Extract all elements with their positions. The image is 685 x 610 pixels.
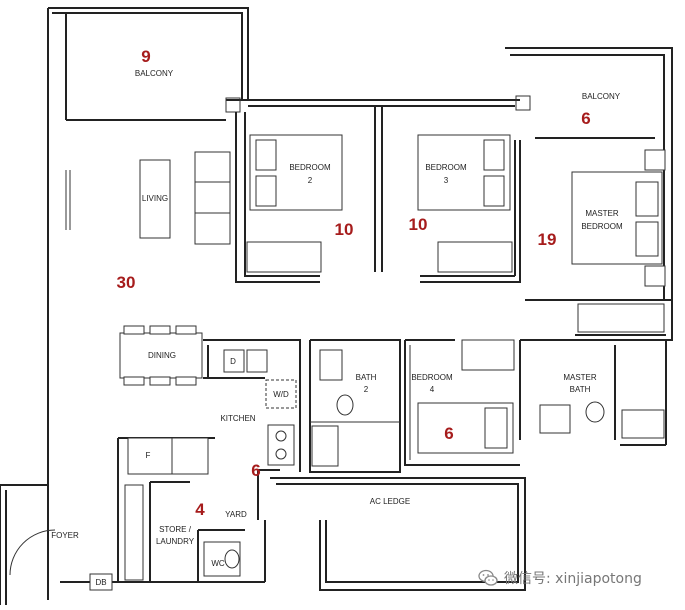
foyer-label: FOYER [51,531,79,540]
coffee-table [139,159,171,239]
ac-ledge-label: AC LEDGE [370,497,410,506]
wardrobe-bedroom2 [246,241,322,273]
store-area: 4 [195,500,205,519]
bath2-label-2: 2 [364,385,369,394]
fridge [127,437,173,475]
wardrobe-master [577,303,665,333]
master-bath-label-1: MASTER [563,373,597,382]
bedroom2-label-1: BEDROOM [289,163,331,172]
store-label-1: STORE / [159,525,192,534]
balcony-left-label: BALCONY [135,69,174,78]
bedroom3-area: 10 [409,215,428,234]
master-bedroom-label-1: MASTER [585,209,619,218]
db-label: DB [95,578,106,587]
washer-label: W/D [273,390,289,399]
db-box [89,573,113,591]
bedroom3-label-2: 3 [444,176,449,185]
watermark-text: 微信号: xinjiapotong [504,571,642,587]
living-area: 30 [117,273,136,292]
dryer [223,349,245,373]
balcony-right-label: BALCONY [582,92,621,101]
washer-dryer [265,379,297,409]
dining-label: DINING [148,351,176,360]
furniture [9,134,666,591]
dining-table [119,332,203,379]
yard-label: YARD [225,510,247,519]
sofa [194,151,231,245]
wardrobe-bedroom4 [461,339,515,371]
yard-area: 6 [251,461,260,480]
bedroom3-label-1: BEDROOM [425,163,467,172]
bedroom2-area: 10 [335,220,354,239]
stove [267,424,295,466]
bedroom2-label-2: 2 [308,176,313,185]
outer-walls [0,7,673,605]
master-bedroom-area: 19 [538,230,557,249]
kitchen-label: KITCHEN [220,414,255,423]
balcony-left-area: 9 [141,47,150,66]
dryer-label: D [230,357,236,366]
master-bath-label-2: BATH [570,385,591,394]
bath2-label-1: BATH [356,373,377,382]
wardrobe-bedroom3 [437,241,513,273]
wc-label: WC [211,559,225,568]
bedroom4-label-1: BEDROOM [411,373,453,382]
interior-walls [65,95,672,582]
wechat-icon [478,569,498,586]
store-label-2: LAUNDRY [156,537,195,546]
watermark: 微信号: xinjiapotong [478,566,678,590]
master-bedroom-label-2: BEDROOM [581,222,623,231]
living-label: LIVING [142,194,168,203]
fridge-label: F [146,451,151,460]
bedroom4-label-2: 4 [430,385,435,394]
balcony-right-area: 6 [581,109,590,128]
bedroom4-area: 6 [444,424,453,443]
